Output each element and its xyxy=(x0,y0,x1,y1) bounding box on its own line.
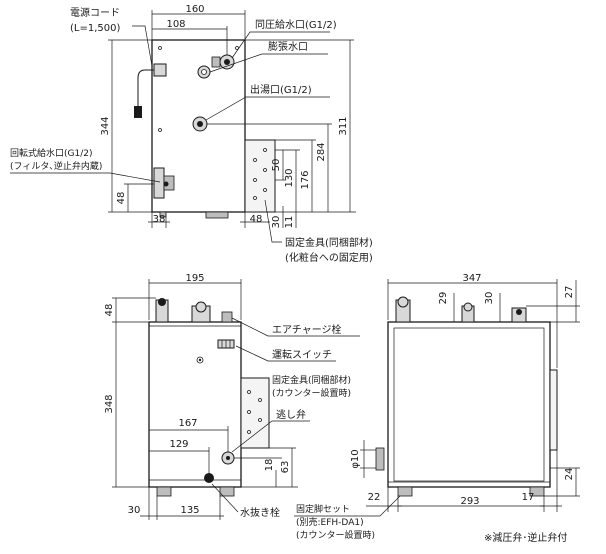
dim-side-30: 30 xyxy=(484,292,495,305)
dim-front-top-48: 48 xyxy=(104,304,115,317)
side-view: 347 29 30 27 φ10 24 22 293 17 固定脚セット (別売… xyxy=(294,273,580,544)
dim-front-18: 18 xyxy=(264,459,275,472)
dim-side-293: 293 xyxy=(460,496,479,507)
label-power-cord: 電源コード xyxy=(70,6,120,19)
dim-front-width: 195 xyxy=(185,273,204,284)
side-view-body xyxy=(387,321,551,488)
dim-side-27: 27 xyxy=(564,286,575,299)
side-foot-left xyxy=(397,486,413,497)
top-view-bracket xyxy=(244,139,276,213)
label-rotary-inlet-note: (フィルタ､逆止弁内蔵) xyxy=(10,160,102,172)
label-fixing-bracket-top-note: (化粧台への固定用) xyxy=(285,251,373,264)
dim-bracket-176: 176 xyxy=(300,170,311,189)
dim-side-phi10: φ10 xyxy=(350,449,361,468)
dim-front-135: 135 xyxy=(180,505,199,516)
dim-top-inlet: 108 xyxy=(166,19,185,30)
dim-front-63: 63 xyxy=(280,461,291,474)
label-footnote: ※減圧弁･逆止弁付 xyxy=(484,531,567,544)
side-view-bracket xyxy=(549,369,558,451)
side-left-pipe xyxy=(375,447,385,471)
dim-right-height: 311 xyxy=(338,116,349,135)
label-air-charge-plug: エアチャージ栓 xyxy=(272,323,342,336)
label-fixing-bracket-top: 固定金具(同梱部材) xyxy=(285,236,373,249)
top-view: 160 108 344 48 38 48 311 284 176 xyxy=(10,4,373,264)
side-foot-right xyxy=(529,486,545,497)
dim-bracket-11: 11 xyxy=(284,216,295,229)
label-power-cord-len: (L=1,500) xyxy=(70,23,120,34)
label-fixing-bracket-front-note: (カウンター設置時) xyxy=(272,387,351,399)
dim-top-width: 160 xyxy=(185,4,204,15)
dim-left-height: 344 xyxy=(100,116,111,135)
label-run-switch: 運転スイッチ xyxy=(272,349,332,361)
label-leg-set-note2: (カウンター設置時) xyxy=(296,529,375,541)
dim-bracket-50: 50 xyxy=(271,159,282,172)
label-fixing-bracket-front: 固定金具(同梱部材) xyxy=(272,374,351,386)
front-foot-right xyxy=(219,486,235,497)
dim-outlet-height: 284 xyxy=(316,142,327,161)
dim-side-29: 29 xyxy=(438,292,449,305)
label-expansion-port: 膨張水口 xyxy=(268,40,308,53)
dim-bottom-38: 38 xyxy=(153,214,166,225)
label-hot-outlet: 出湯口(G1/2) xyxy=(250,83,312,96)
label-leg-set-note1: (別売:EFH-DA1) xyxy=(296,516,364,528)
label-pressure-inlet: 同圧給水口(G1/2) xyxy=(255,18,337,31)
dim-side-width: 347 xyxy=(462,273,481,284)
dim-front-129: 129 xyxy=(169,439,188,450)
label-drain-plug: 水抜き栓 xyxy=(240,506,280,519)
dim-bottom-48: 48 xyxy=(250,214,263,225)
front-foot-left xyxy=(156,486,172,497)
rotary-inlet-fitting xyxy=(153,167,165,199)
label-relief-valve: 逃し弁 xyxy=(276,408,306,421)
dim-side-22: 22 xyxy=(368,492,381,503)
power-cord xyxy=(137,69,156,108)
label-rotary-inlet: 回転式給水口(G1/2) xyxy=(10,147,92,159)
dim-bracket-130: 130 xyxy=(284,168,295,187)
dim-side-17: 17 xyxy=(522,492,535,503)
dim-bracket-30: 30 xyxy=(271,216,282,229)
dim-rot-inlet-height: 48 xyxy=(116,192,127,205)
dim-front-height: 348 xyxy=(104,394,115,413)
dim-side-24: 24 xyxy=(564,468,575,481)
front-view-bracket xyxy=(240,377,270,449)
front-view: 195 48 348 167 129 135 30 18 63 エアチャージ栓 … xyxy=(104,273,360,520)
dim-front-167: 167 xyxy=(178,418,197,429)
drain-plug[interactable] xyxy=(204,473,214,483)
label-leg-set: 固定脚セット xyxy=(296,503,350,515)
dim-front-30: 30 xyxy=(128,505,141,516)
air-charge-plug xyxy=(221,311,233,323)
